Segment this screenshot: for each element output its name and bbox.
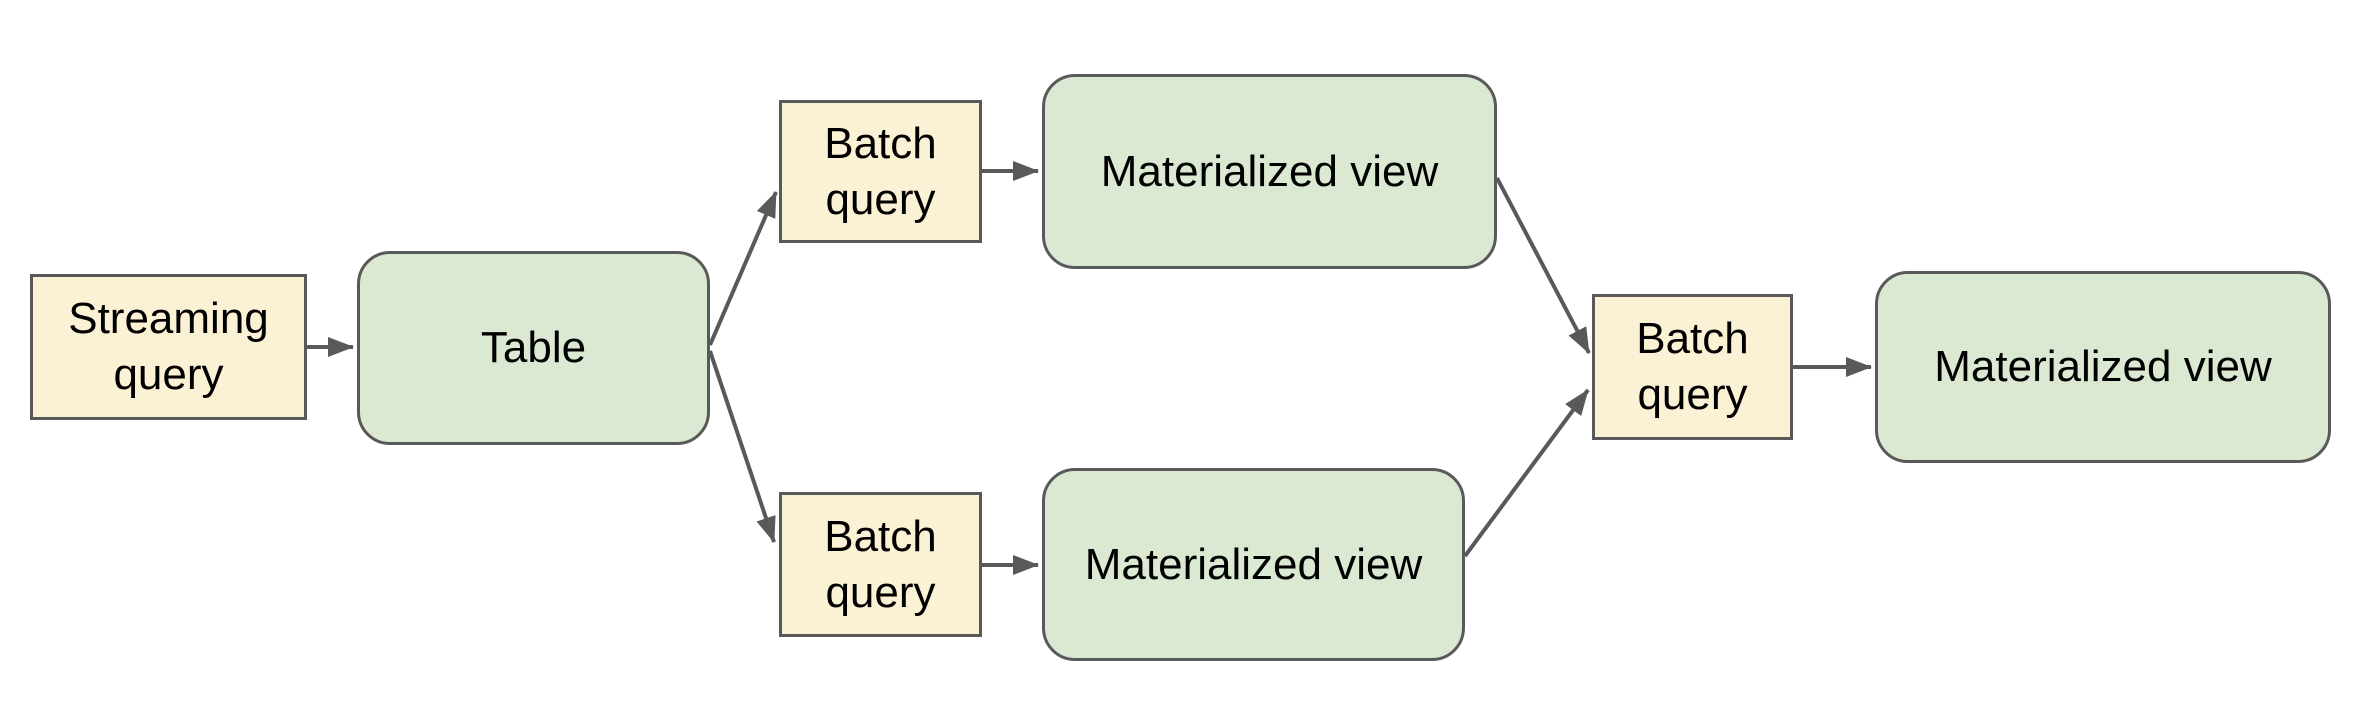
- node-label: Materialized view: [1934, 342, 2272, 392]
- node-streaming-query: Streaming query: [30, 274, 307, 420]
- node-batch-query-top: Batch query: [779, 100, 982, 243]
- node-batch-query-final: Batch query: [1592, 294, 1793, 440]
- edge-table-to-batch-query-top: [708, 191, 778, 346]
- edge-mv-bottom-to-batch-query-final: [1463, 388, 1590, 558]
- node-materialized-view-bottom: Materialized view: [1042, 468, 1465, 661]
- node-batch-query-bottom: Batch query: [779, 492, 982, 637]
- node-label: Materialized view: [1084, 539, 1423, 589]
- node-label: Batch query: [824, 118, 937, 224]
- node-table: Table: [357, 251, 710, 445]
- edge-mv-top-to-batch-query-final: [1495, 177, 1591, 354]
- node-label: Batch query: [824, 511, 937, 617]
- edge-table-to-batch-query-bottom: [708, 350, 776, 543]
- node-label: Streaming query: [68, 294, 269, 399]
- node-label: Materialized view: [1100, 146, 1439, 196]
- node-materialized-view-final: Materialized view: [1875, 271, 2331, 463]
- node-materialized-view-top: Materialized view: [1042, 74, 1497, 269]
- node-label: Batch query: [1636, 314, 1749, 419]
- node-label: Table: [480, 323, 587, 373]
